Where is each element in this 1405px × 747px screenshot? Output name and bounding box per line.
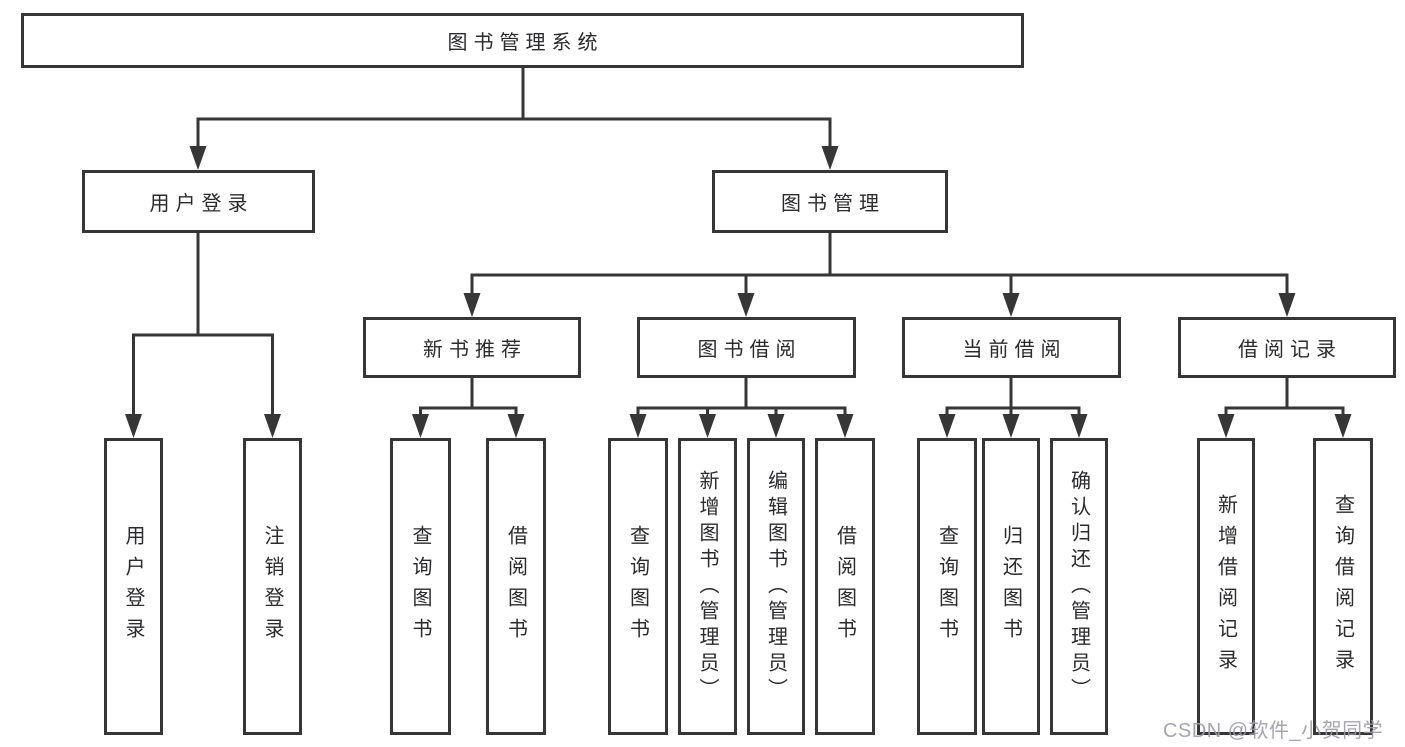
leaf-confirm-return-admin-label: 确认归还（管理员） xyxy=(1067,469,1090,704)
node-book-borrow: 图书借阅 xyxy=(637,317,856,378)
leaf-query-borrow-record-label: 查询借阅记录 xyxy=(1331,493,1354,680)
leaf-borrow-books: 借阅图书 xyxy=(815,438,875,735)
leaf-add-books-admin-label: 新增图书（管理员） xyxy=(696,469,718,704)
leaf-edit-books-admin: 编辑图书（管理员） xyxy=(747,438,805,735)
leaf-user-login: 用户登录 xyxy=(104,438,163,735)
leaf-user-login-label: 用户登录 xyxy=(122,524,144,649)
leaf-confirm-return-admin: 确认归还（管理员） xyxy=(1050,438,1108,735)
leaf-borrow-books-label: 借阅图书 xyxy=(833,524,856,649)
node-borrow-records: 借阅记录 xyxy=(1178,317,1396,378)
leaf-query-books-recommend-label: 查询图书 xyxy=(409,524,431,649)
leaf-query-books-recommend: 查询图书 xyxy=(390,438,451,735)
node-library-system: 图书管理系统 xyxy=(21,13,1024,68)
leaf-edit-books-admin-label: 编辑图书（管理员） xyxy=(764,469,787,704)
node-new-book-recommend: 新书推荐 xyxy=(363,317,581,378)
leaf-return-books-label: 归还图书 xyxy=(999,524,1022,649)
leaf-query-books-current-label: 查询图书 xyxy=(935,524,958,649)
leaf-borrow-books-recommend-label: 借阅图书 xyxy=(504,524,527,649)
leaf-add-books-admin: 新增图书（管理员） xyxy=(678,438,737,735)
csdn-watermark: CSDN @软件_小贺同学 xyxy=(1163,720,1384,742)
node-book-management-label: 图书管理 xyxy=(781,193,885,215)
node-user-login: 用户登录 xyxy=(82,170,315,233)
leaf-add-borrow-record: 新增借阅记录 xyxy=(1197,438,1255,735)
node-new-book-recommend-label: 新书推荐 xyxy=(423,339,527,361)
leaf-query-books-borrow: 查询图书 xyxy=(608,438,668,735)
leaf-return-books: 归还图书 xyxy=(982,438,1040,735)
leaf-add-borrow-record-label: 新增借阅记录 xyxy=(1214,493,1237,680)
node-borrow-records-label: 借阅记录 xyxy=(1238,339,1342,361)
leaf-logout: 注销登录 xyxy=(243,438,302,735)
leaf-borrow-books-recommend: 借阅图书 xyxy=(486,438,546,735)
node-current-borrow: 当前借阅 xyxy=(902,317,1121,378)
leaf-logout-label: 注销登录 xyxy=(261,524,283,649)
node-book-management: 图书管理 xyxy=(712,170,948,233)
leaf-query-borrow-record: 查询借阅记录 xyxy=(1313,438,1373,735)
node-book-borrow-label: 图书借阅 xyxy=(697,339,802,361)
leaf-query-books-borrow-label: 查询图书 xyxy=(626,524,649,649)
node-user-login-label: 用户登录 xyxy=(149,193,254,215)
leaf-query-books-current: 查询图书 xyxy=(917,438,977,735)
node-current-borrow-label: 当前借阅 xyxy=(962,339,1067,361)
node-library-system-label: 图书管理系统 xyxy=(447,32,604,54)
